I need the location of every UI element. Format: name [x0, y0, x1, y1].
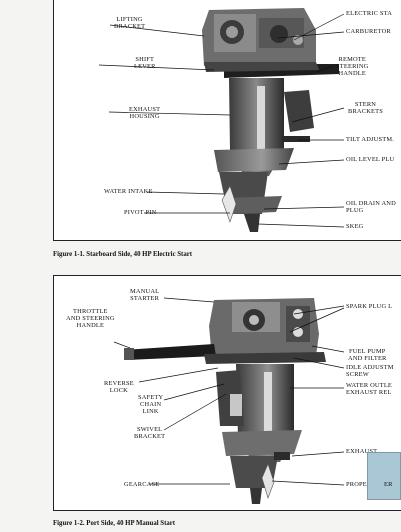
label-water-outlet-exhaust-relief: WATER OUTLE EXHAUST REL — [346, 382, 393, 397]
label-swivel-bracket: SWIVEL BRACKET — [134, 426, 166, 441]
label-reverse-lock: REVERSE LOCK — [104, 380, 134, 395]
label-propeller-end: ER — [384, 481, 393, 488]
label-tilt-adjustment: TILT ADJUSTM. — [346, 136, 395, 143]
label-exhaust: EXHAUST — [346, 448, 378, 455]
figure-2-caption: Figure 1-2. Port Side, 40 HP Manual Star… — [53, 520, 176, 527]
label-spark-plug: SPARK PLUG L — [346, 303, 393, 310]
label-throttle-steering-handle: THROTTLE AND STEERING HANDLE — [66, 308, 115, 330]
label-pivot-pin: PIVOT PIN — [124, 209, 157, 216]
label-stern-brackets: STERN BRACKETS — [348, 101, 383, 116]
label-carburetor: CARBURETOR — [346, 28, 391, 35]
label-gearcase: GEARCASE — [124, 481, 160, 488]
label-exhaust-housing: EXHAUST HOUSING — [129, 106, 161, 121]
label-manual-starter: MANUAL STARTER — [130, 288, 160, 303]
label-shift-lever: SHIFT LEVER — [134, 56, 156, 71]
label-idle-adjustment-screw: IDLE ADJUSTM SCREW — [346, 364, 394, 379]
figure-1-starboard-side: LIFTING BRACKET SHIFT LEVER EXHAUST HOUS… — [53, 0, 401, 241]
label-electric-start: ELECTRIC STA — [346, 10, 393, 17]
label-water-intake: WATER INTAKE — [104, 188, 153, 195]
outboard-motor-starboard-illustration — [98, 8, 345, 232]
label-fuel-pump-filter: FUEL PUMP AND FILTER — [348, 348, 387, 363]
figure-2-port-side: MANUAL STARTER THROTTLE AND STEERING HAN… — [53, 275, 401, 511]
label-skeg: SKEG — [346, 223, 364, 230]
figure-1-caption: Figure 1-1. Starboard Side, 40 HP Electr… — [53, 251, 193, 258]
label-oil-drain-plug: OIL DRAIN AND PLUG — [346, 200, 396, 215]
label-lifting-bracket: LIFTING BRACKET — [114, 16, 146, 31]
label-safety-chain-link: SAFETY CHAIN LINK — [138, 394, 164, 416]
label-remote-steering-handle: REMOTE STEERING HANDLE — [336, 56, 369, 78]
outboard-motor-port-illustration — [113, 297, 345, 504]
page-edge-tab — [367, 452, 401, 500]
label-oil-level-plug: OIL LEVEL PLU — [346, 156, 395, 163]
